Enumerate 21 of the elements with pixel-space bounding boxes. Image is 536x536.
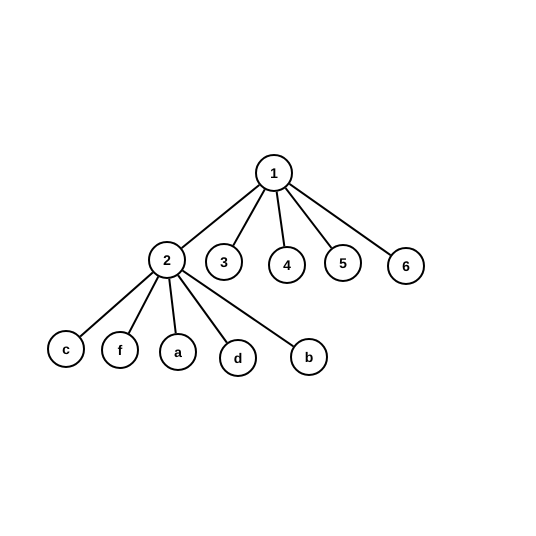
connector-line [181,184,260,249]
node-label: f [118,343,122,357]
node-label: 6 [402,259,410,273]
node-label: c [62,342,70,356]
connector-line [288,183,392,256]
node-label: 2 [163,253,171,267]
node-label: a [174,345,182,359]
connector-line [168,278,177,334]
connector-line [232,189,266,246]
connector-line [80,272,154,338]
node-label: 5 [339,256,347,270]
node-label: d [234,351,242,365]
node-label: 4 [283,258,291,272]
connector-line [182,270,294,348]
connector-line [177,274,228,344]
node-label: 1 [270,166,278,180]
node-label: 3 [220,255,228,269]
connector-line [128,276,160,334]
connector-line [284,187,332,249]
connector-line [276,192,286,246]
node-label: b [304,350,314,364]
